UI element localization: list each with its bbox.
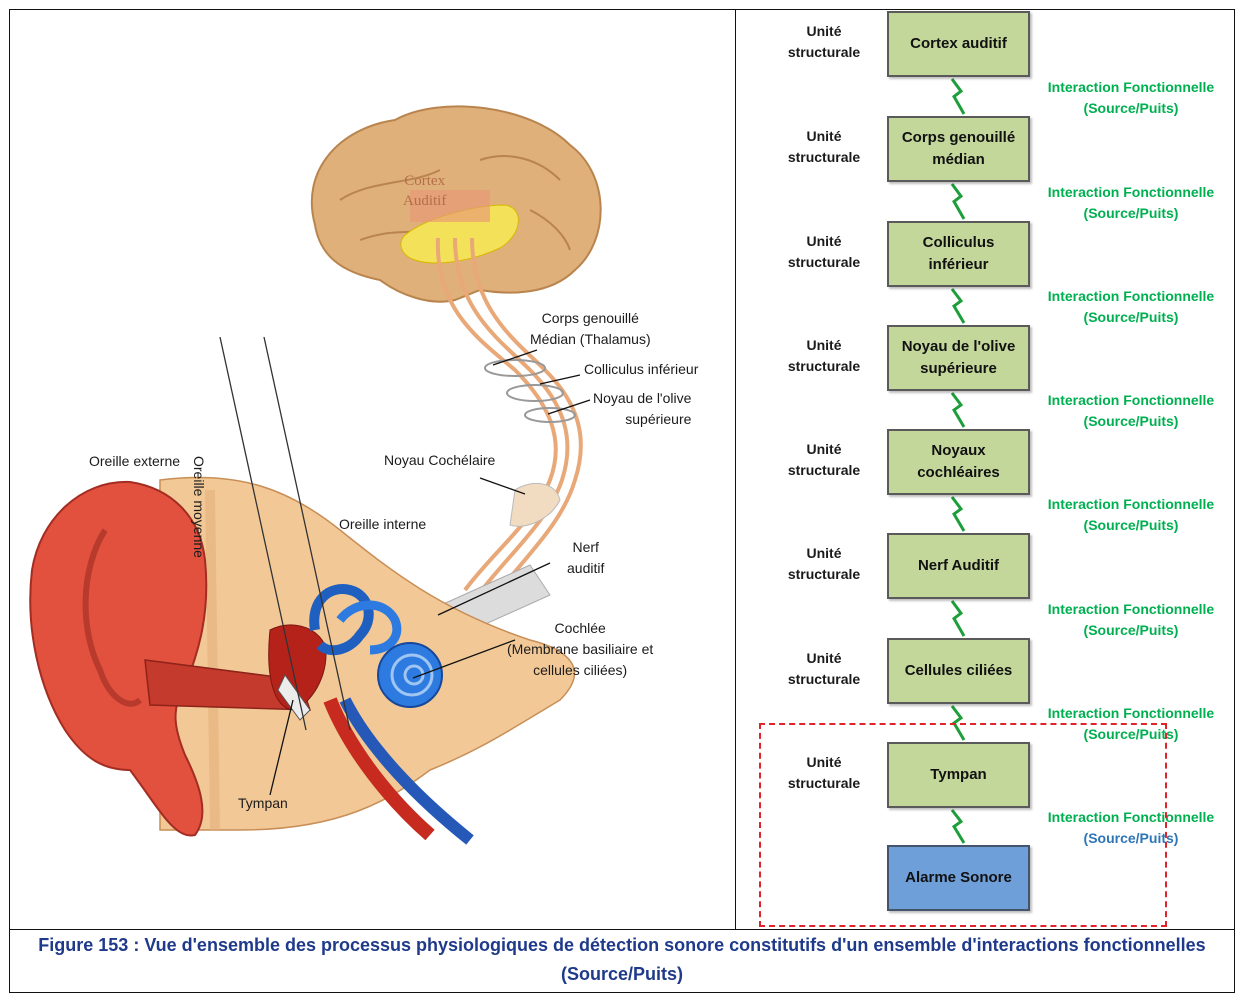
label-colliculus: Colliculus inférieur [584, 359, 698, 380]
ear-anatomy-illustration: Cortex Auditif Corps genouillé Médian (T… [10, 10, 735, 929]
interaction-label-1: Interaction Fonctionnelle(Source/Puits) [1034, 77, 1228, 119]
unit-box-2: Corps genouillé médian [887, 116, 1030, 182]
label-corps-genouille: Corps genouillé Médian (Thalamus) [530, 308, 651, 350]
interaction-label-6: Interaction Fonctionnelle(Source/Puits) [1034, 599, 1228, 641]
interaction-line1: Interaction Fonctionnelle [1034, 182, 1228, 203]
interaction-line2: (Source/Puits) [1034, 203, 1228, 224]
interaction-label-5: Interaction Fonctionnelle(Source/Puits) [1034, 494, 1228, 536]
brain-shape [312, 106, 601, 301]
label-noyau-olive: Noyau de l'olive supérieure [593, 388, 691, 430]
interaction-label-4: Interaction Fonctionnelle(Source/Puits) [1034, 390, 1228, 432]
unit-label-2: Unité structurale [779, 126, 869, 168]
column-divider [735, 9, 736, 930]
label-tympan: Tympan [238, 793, 288, 814]
interaction-line1: Interaction Fonctionnelle [1034, 599, 1228, 620]
label-oreille-interne: Oreille interne [339, 514, 426, 535]
interaction-line2: (Source/Puits) [1034, 307, 1228, 328]
figure-caption: Figure 153 : Vue d'ensemble des processu… [10, 931, 1234, 989]
unit-box-1: Cortex auditif [887, 11, 1030, 77]
unit-label-4: Unité structurale [779, 335, 869, 377]
label-cochlee: Cochlée (Membrane basiliaire et cellules… [507, 618, 653, 681]
caption-divider [9, 929, 1235, 930]
highlight-frame [759, 723, 1167, 927]
label-oreille-moyenne: Oreille moyenne [188, 456, 209, 558]
unit-label-7: Unité structurale [779, 648, 869, 690]
interaction-label-3: Interaction Fonctionnelle(Source/Puits) [1034, 286, 1228, 328]
interaction-line1: Interaction Fonctionnelle [1034, 494, 1228, 515]
unit-box-7: Cellules ciliées [887, 638, 1030, 704]
unit-label-6: Unité structurale [779, 543, 869, 585]
interaction-line2: (Source/Puits) [1034, 515, 1228, 536]
interaction-line2: (Source/Puits) [1034, 620, 1228, 641]
unit-box-5: Noyaux cochléaires [887, 429, 1030, 495]
interaction-line2: (Source/Puits) [1034, 411, 1228, 432]
label-nerf-auditif: Nerf auditif [567, 537, 604, 579]
unit-label-5: Unité structurale [779, 439, 869, 481]
unit-box-4: Noyau de l'olive supérieure [887, 325, 1030, 391]
interaction-line1: Interaction Fonctionnelle [1034, 703, 1228, 724]
label-oreille-externe: Oreille externe [89, 451, 180, 472]
interaction-line2: (Source/Puits) [1034, 98, 1228, 119]
interaction-line1: Interaction Fonctionnelle [1034, 77, 1228, 98]
unit-label-1: Unité structurale [779, 21, 869, 63]
label-noyau-cochleaire: Noyau Cochélaire [384, 450, 495, 471]
interaction-label-2: Interaction Fonctionnelle(Source/Puits) [1034, 182, 1228, 224]
interaction-line1: Interaction Fonctionnelle [1034, 390, 1228, 411]
unit-box-6: Nerf Auditif [887, 533, 1030, 599]
interaction-line1: Interaction Fonctionnelle [1034, 286, 1228, 307]
unit-label-3: Unité structurale [779, 231, 869, 273]
unit-box-3: Colliculus inférieur [887, 221, 1030, 287]
label-cortex-auditif: Cortex Auditif [403, 171, 446, 211]
